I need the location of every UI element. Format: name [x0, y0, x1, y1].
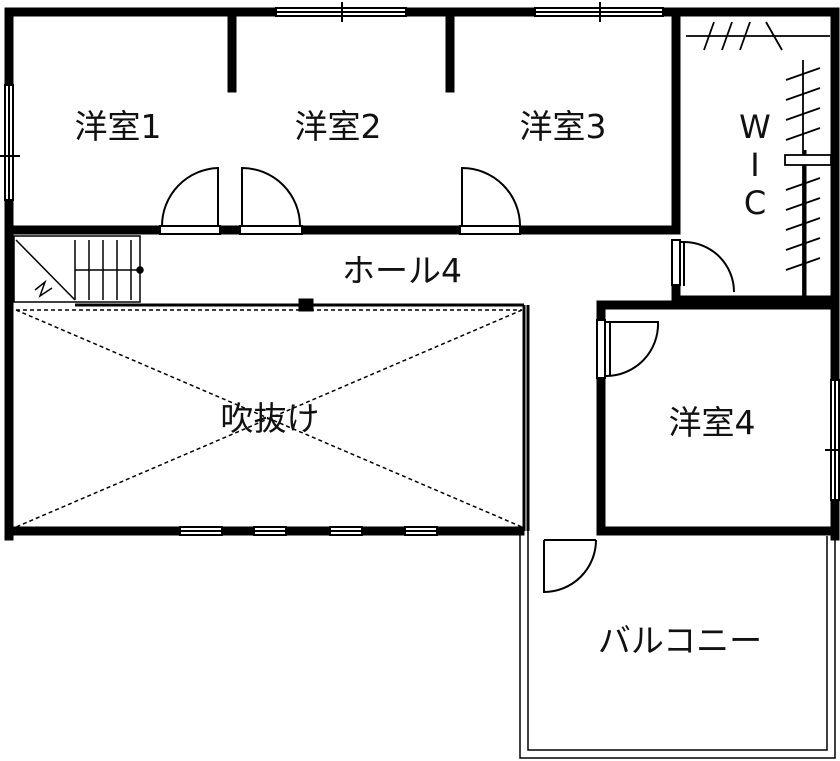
wic-label-w: W [739, 108, 771, 146]
balcony-outline [519, 531, 836, 759]
void-label: 吹抜け [221, 399, 320, 438]
room3-label: 洋室3 [520, 107, 607, 146]
balcony-label: バルコニー [598, 621, 762, 660]
thin-walls [75, 150, 807, 531]
doors [159, 166, 735, 594]
room4-label: 洋室4 [669, 403, 756, 442]
wic-hatching [686, 21, 832, 300]
wic-label-c: C [744, 184, 766, 222]
void-diagonals [15, 309, 523, 528]
windows [0, 2, 840, 536]
room2-label: 洋室2 [295, 107, 382, 146]
wic-label-i: I [750, 146, 759, 184]
hall-label: ホール4 [342, 251, 462, 290]
staircase [13, 235, 144, 303]
walls [4, 7, 840, 541]
room1-label: 洋室1 [75, 107, 162, 146]
